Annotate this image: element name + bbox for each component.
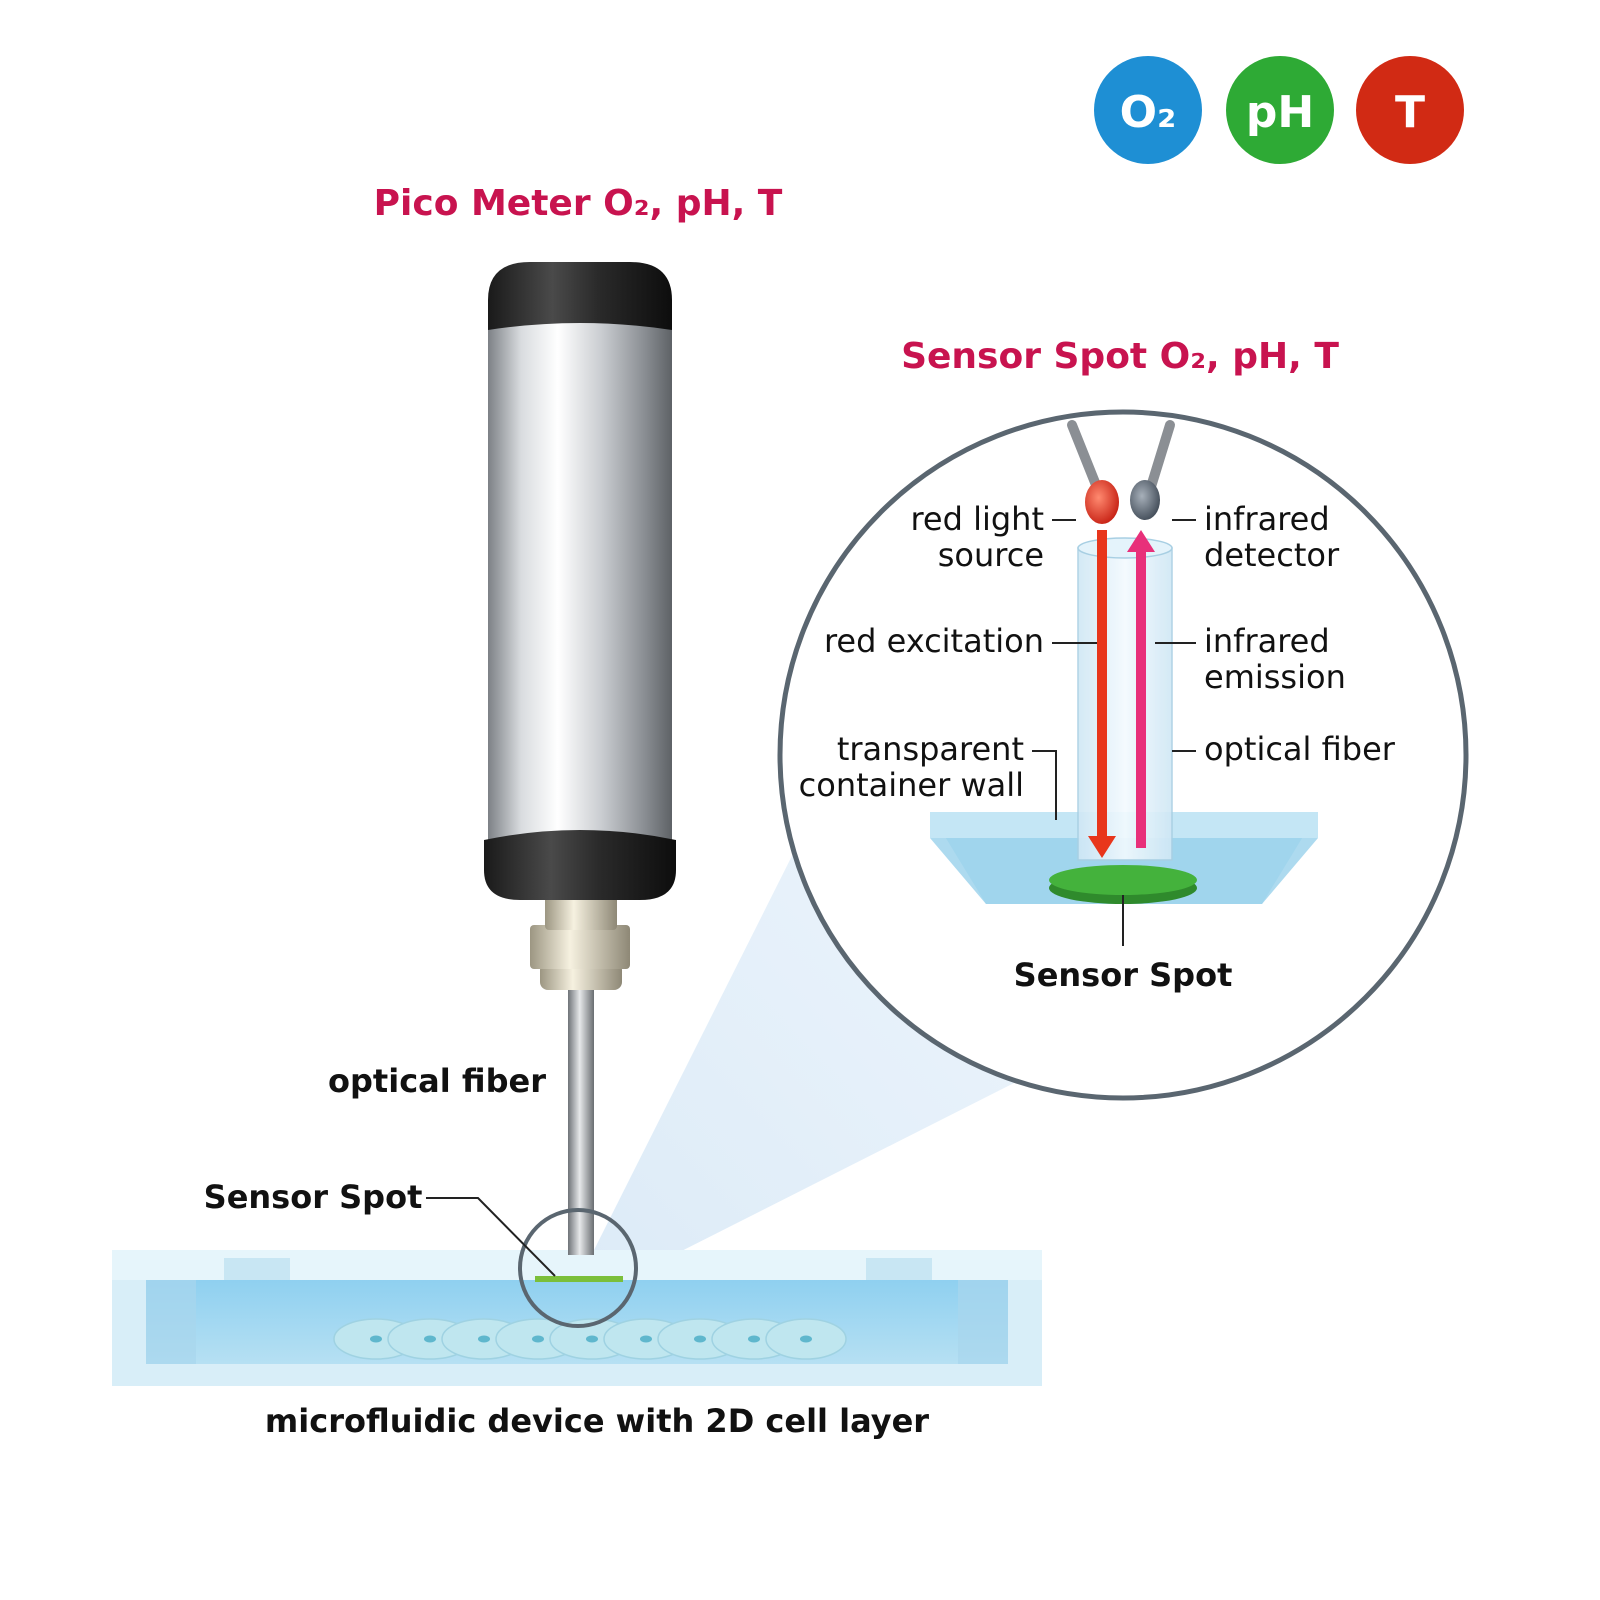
sensor-spot-leader (426, 1197, 556, 1277)
microfluidic-device (112, 1250, 1042, 1386)
badge-ph-circle (1226, 56, 1334, 164)
optical-fiber-rod (568, 985, 594, 1255)
red-light-label-2: source (938, 536, 1044, 574)
container-wall-leader (1032, 750, 1057, 820)
connector-collar (530, 925, 630, 969)
device-channel-wall-left (146, 1280, 196, 1364)
magnification-beam (590, 820, 1020, 1272)
infrared-detector (1130, 480, 1160, 520)
magnifier-small-ring (518, 1208, 638, 1328)
cylinder-bottom-cap (484, 830, 676, 900)
ir-beam-arrowhead (1127, 530, 1155, 552)
badge-t-label: T (1395, 87, 1425, 138)
detail-magnifier: red light source infrared detector red e… (777, 409, 1469, 1101)
sensor-spot-title: Sensor Spot O₂, pH, T (901, 336, 1339, 377)
cell (765, 1318, 847, 1360)
badge-o2-circle (1094, 56, 1202, 164)
badge-t: T (1356, 56, 1464, 164)
detail-optical-fiber (1077, 547, 1173, 861)
red-excitation-label: red excitation (824, 622, 1044, 660)
device-channel-wall-right (958, 1280, 1008, 1364)
detail-optical-fiber-label: optical fiber (1204, 730, 1396, 768)
badge-t-circle (1356, 56, 1464, 164)
parameter-badges: O₂ pH T (1094, 56, 1464, 164)
container-wall-label-2: container wall (799, 766, 1024, 804)
cylinder-body (488, 300, 672, 860)
ir-emission-label-1: infrared (1204, 622, 1330, 660)
red-led-lead (1067, 420, 1103, 495)
cell-layer (333, 1318, 847, 1360)
red-beam-arrowhead (1088, 836, 1116, 858)
detail-fiber-top (1077, 537, 1173, 559)
cylinder-top-cap (488, 262, 672, 330)
device-sensor-spot (535, 1276, 623, 1282)
ir-detector-label-1: infrared (1204, 500, 1330, 538)
ir-emission-label-2: emission (1204, 658, 1346, 696)
ir-led-lead (1145, 420, 1175, 495)
badge-ph-label: pH (1246, 87, 1314, 138)
badge-ph: pH (1226, 56, 1334, 164)
red-light-label-1: red light (910, 500, 1044, 538)
badge-o2: O₂ (1094, 56, 1202, 164)
detail-sensor-spot-label: Sensor Spot (1014, 956, 1233, 994)
device-caption: microfluidic device with 2D cell layer (265, 1402, 929, 1440)
optical-fiber-label: optical fiber (328, 1062, 546, 1100)
device-inlet-left (224, 1258, 290, 1280)
detail-sensor-spot (1049, 865, 1197, 895)
red-light-source (1085, 480, 1119, 524)
red-excitation-beam (1097, 530, 1107, 842)
container-wall-label-1: transparent (837, 730, 1024, 768)
ir-detector-label-2: detector (1204, 536, 1340, 574)
badge-o2-label: O₂ (1120, 87, 1177, 138)
pico-meter-title: Pico Meter O₂, pH, T (374, 183, 783, 224)
sensor-spot-label: Sensor Spot (204, 1178, 423, 1216)
pico-meter-device (484, 262, 676, 1255)
device-inlet-right (866, 1258, 932, 1280)
ir-emission-beam (1136, 548, 1146, 848)
